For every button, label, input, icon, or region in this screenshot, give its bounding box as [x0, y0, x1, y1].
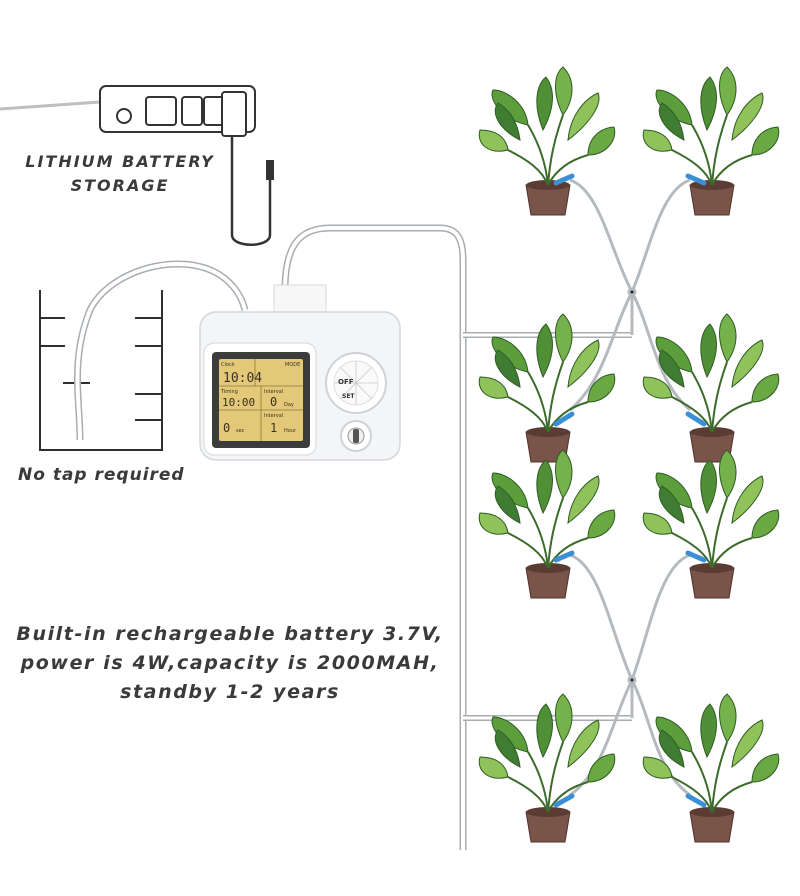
- lcd-watering-unit: sec: [236, 428, 245, 434]
- spec-line-1: Built-in rechargeable battery 3.7V,: [16, 623, 444, 645]
- plant-4: [642, 313, 780, 463]
- manual-button[interactable]: [340, 420, 372, 452]
- power-strip: [0, 85, 256, 137]
- lcd-clock-tag: Clock: [221, 362, 235, 368]
- lcd-mode-tag: MODE: [285, 362, 300, 368]
- plant-5: [478, 449, 616, 599]
- lcd-interval-label: Interval: [264, 389, 283, 395]
- storage-label: LITHIUM BATTERY STORAGE: [20, 150, 220, 198]
- dial-set-label: SET: [342, 393, 355, 400]
- lcd-watering-value: 0: [223, 421, 230, 435]
- lcd-interval-value: 0: [270, 395, 277, 409]
- plant-2: [642, 66, 780, 216]
- storage-label-line2: STORAGE: [70, 176, 170, 195]
- lcd-timing-value: 10:00: [222, 396, 255, 409]
- spec-line-3: standby 1-2 years: [120, 681, 340, 703]
- storage-label-line1: LITHIUM BATTERY: [25, 152, 215, 171]
- lcd-cycle-unit: Hour: [284, 428, 297, 434]
- lcd-interval-unit: Day: [284, 402, 294, 408]
- plant-8: [642, 693, 780, 843]
- lcd-timing-label: Timing: [220, 389, 238, 395]
- plant-1: [478, 66, 616, 216]
- battery-spec-text: Built-in rechargeable battery 3.7V, powe…: [0, 620, 460, 707]
- lcd-cycle-label: Interval: [264, 413, 283, 419]
- no-tap-label: No tap required: [18, 465, 185, 485]
- intake-tube: [74, 260, 249, 441]
- lcd-clock-value: 10:04: [223, 371, 262, 386]
- spec-line-2: power is 4W,capacity is 2000MAH,: [20, 652, 440, 674]
- drippers: [553, 173, 707, 808]
- charging-cable: [230, 135, 274, 246]
- water-container: [39, 290, 163, 451]
- lcd-cycle-value: 1: [270, 421, 277, 435]
- plant-6: [642, 449, 780, 599]
- dial-off-label: OFF: [338, 378, 354, 386]
- mode-dial[interactable]: OFF SET: [325, 352, 387, 414]
